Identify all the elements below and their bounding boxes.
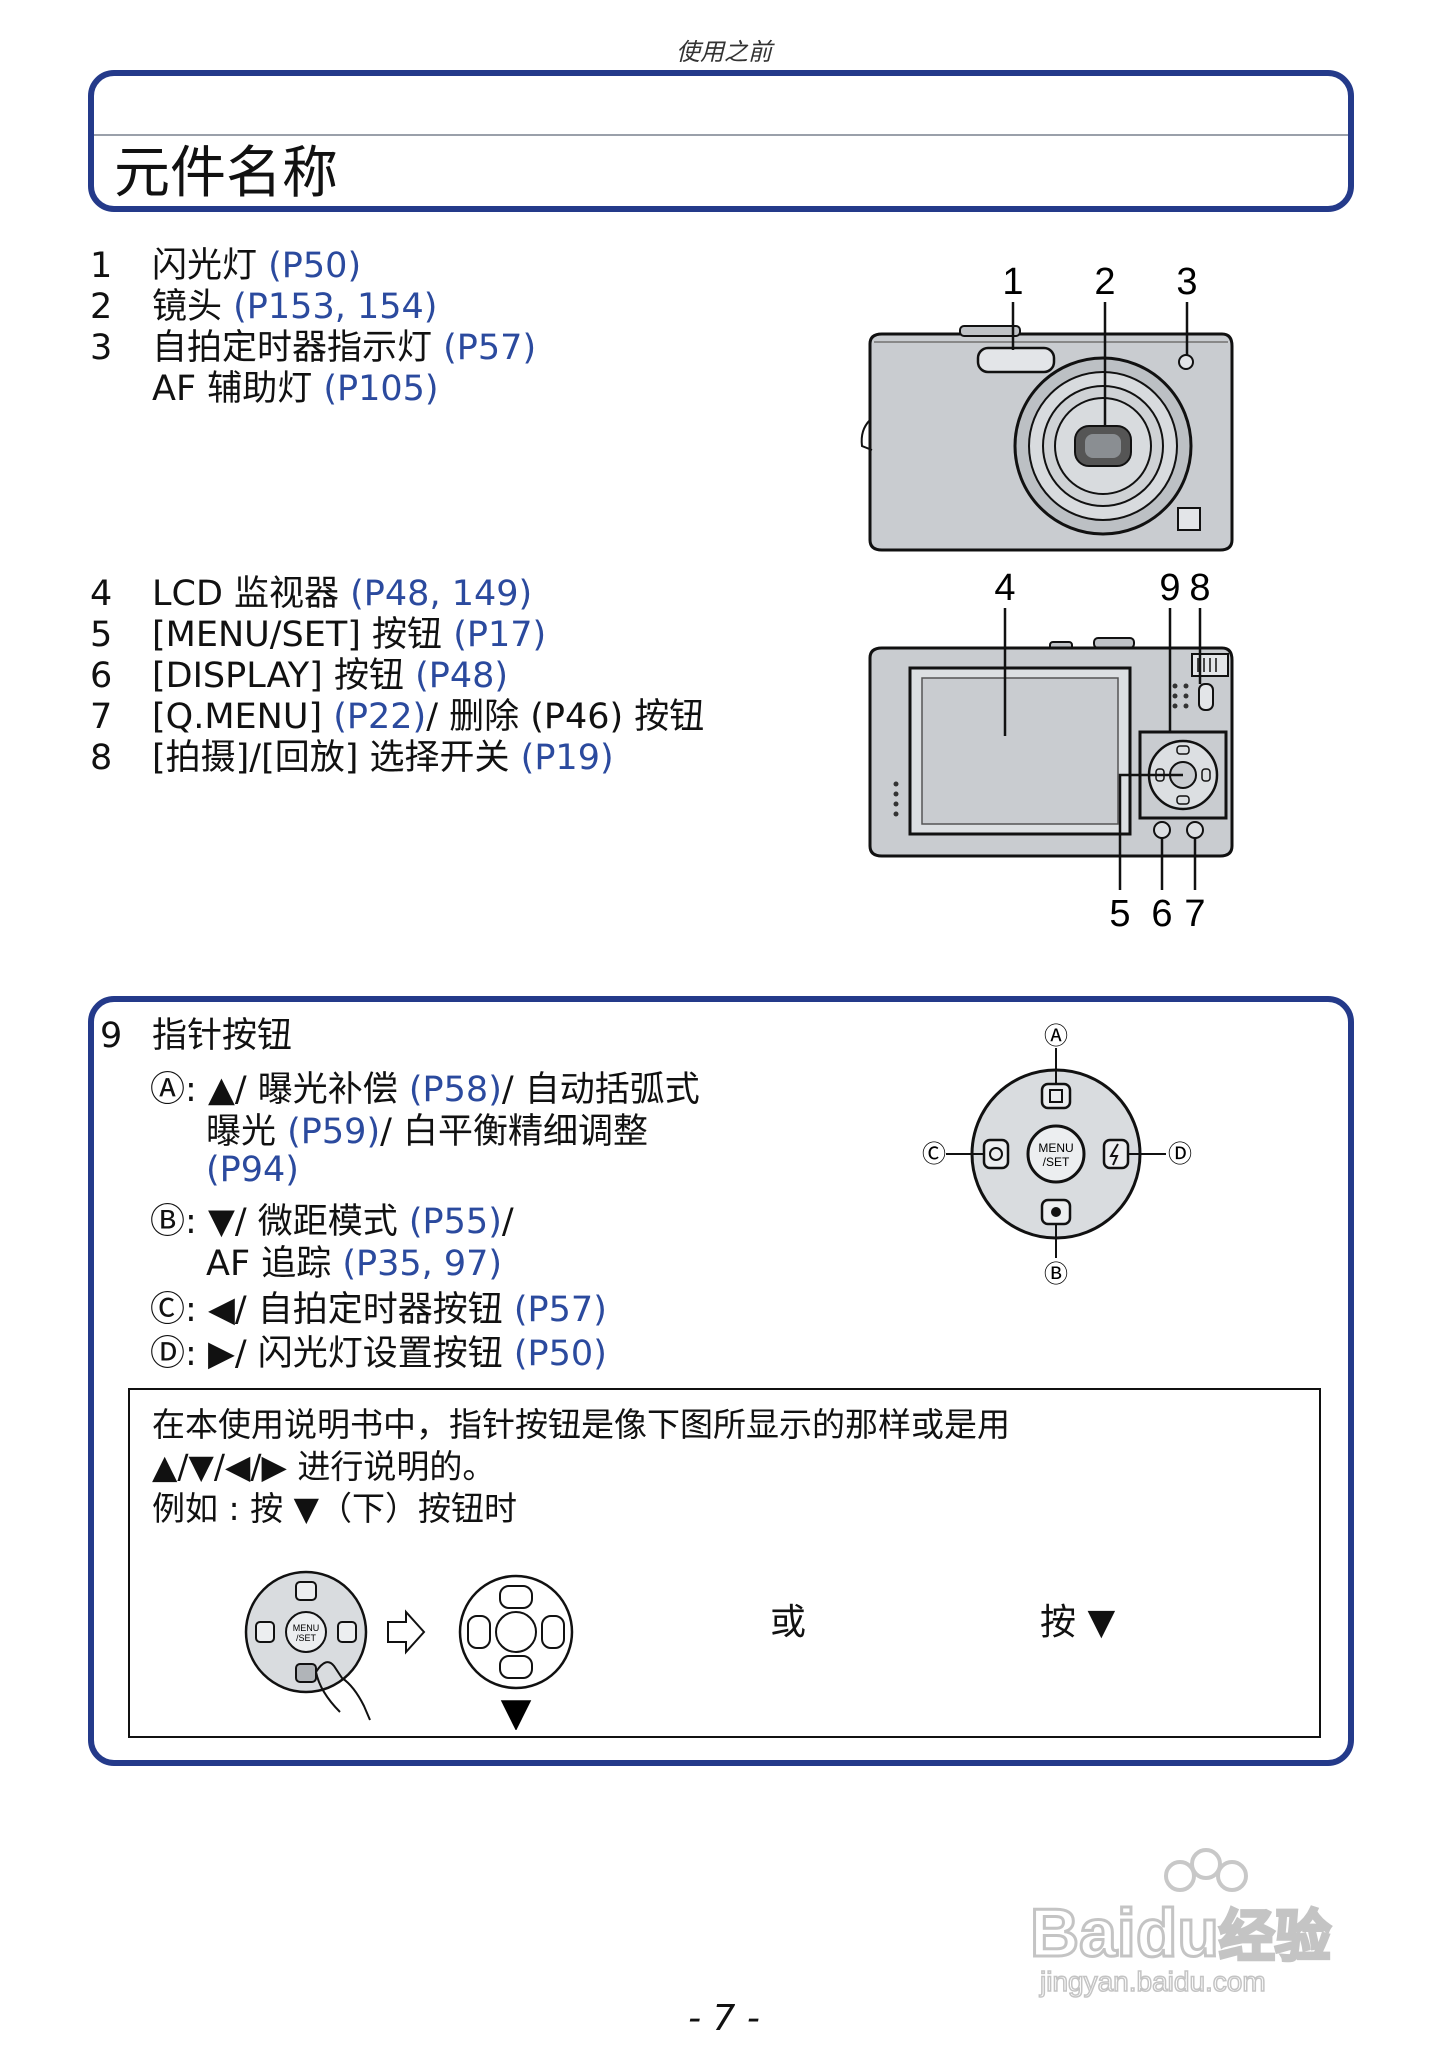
self-timer-icon [982,1138,1010,1170]
page-title: 元件名称 [114,141,338,206]
page-ref-link[interactable]: (P50) [268,246,362,286]
list-item: 5[MENU/SET] 按钮 (P17) [90,615,547,655]
camera-back-illustration: 4 9 8 5 6 7 [868,567,1234,935]
page-ref-link[interactable]: (P59) [287,1112,381,1152]
page-ref-link[interactable]: (P50) [513,1334,607,1374]
title-rule [94,134,1348,136]
watermark-url: jingyan.baidu.com [1039,1965,1266,1998]
label-d: Ⓓ [1168,1140,1192,1168]
paw-logo-icon [1164,1848,1248,1892]
page-ref-link[interactable]: (P48) [415,656,509,696]
page-ref-link[interactable]: (P94) [206,1150,299,1190]
note-line-1: 在本使用说明书中，指针按钮是像下图所显示的那样或是用 [152,1405,1010,1444]
page-ref-link[interactable]: (P55) [408,1202,502,1242]
page-ref-link[interactable]: (P19) [520,738,614,778]
page-ref-link[interactable]: (P153, 154) [233,287,438,327]
list-item: 8[拍摄]/[回放] 选择开关 (P19) [90,738,614,778]
page-ref-link[interactable]: (P105) [323,369,439,409]
label-c: Ⓒ [922,1140,946,1168]
note-line-2: ▲/▼/◀/▶ 进行说明的。 [152,1447,496,1486]
callout-1: 1 [1002,261,1023,303]
watermark-brand2: du [1134,1894,1220,1973]
cursor-item-a: Ⓐ: ▲/ 曝光补偿 (P58)/ 自动括弧式 [150,1070,700,1110]
menu-set-label-top: MENU [1038,1141,1073,1155]
label-b: Ⓑ [1044,1260,1068,1288]
or-label: 或 [770,1602,807,1643]
cursor-button-diagram: MENU /SET Ⓐ Ⓑ Ⓒ Ⓓ [922,1022,1192,1288]
flash-icon [1102,1138,1130,1170]
page-ref-link[interactable]: (P22) [333,697,427,737]
press-example-diagram: MENU /SET ▼ [244,1570,574,1730]
page-ref-link[interactable]: (P17) [453,615,547,655]
watermark-brand: Bai [1029,1894,1138,1973]
list-item: AF 辅助灯 (P105) [152,369,439,409]
label-a: Ⓐ [1044,1022,1068,1050]
list-item: 7[Q.MENU] (P22)/ 删除 (P46) 按钮 [90,697,705,737]
page-ref-link[interactable]: (P57) [513,1290,607,1330]
callout-5: 5 [1109,893,1130,935]
page-number: - 7 - [688,1998,760,2039]
small-menu-bottom: /SET [296,1633,317,1643]
exposure-icon [1040,1082,1072,1110]
page-ref-link[interactable]: (P57) [443,328,537,368]
baidu-watermark: Baidu经验 jingyan.baidu.com [1029,1840,1370,2000]
cursor-button-section [88,996,1354,1766]
arrow-right-icon [387,1609,426,1655]
callout-9: 9 [1159,567,1180,609]
callout-6: 6 [1151,893,1172,935]
page-ref-link[interactable]: (P58) [408,1070,502,1110]
cursor-item-b-line2: AF 追踪 (P35, 97) [206,1244,503,1284]
cursor-item-c: Ⓒ: ◀/ 自拍定时器按钮 (P57) [150,1290,607,1330]
watermark-cn: 经验 [1217,1904,1332,1970]
press-down-label: 按 ▼ [1040,1602,1116,1643]
down-arrow-glyph: ▼ [501,1690,532,1730]
title-frame: 元件名称 [88,70,1354,212]
callout-7: 7 [1184,893,1205,935]
note-box: 在本使用说明书中，指针按钮是像下图所显示的那样或是用 ▲/▼/◀/▶ 进行说明的… [128,1388,1321,1738]
callout-2: 2 [1094,261,1115,303]
cursor-item-d: Ⓓ: ▶/ 闪光灯设置按钮 (P50) [150,1334,607,1374]
page-ref-link[interactable]: (P35, 97) [342,1244,503,1284]
camera-front-illustration: 1 2 3 [860,261,1234,552]
list-item: 6[DISPLAY] 按钮 (P48) [90,656,509,696]
menu-set-label-bottom: /SET [1043,1155,1070,1169]
page-ref-link[interactable]: (P48, 149) [350,574,533,614]
note-line-3: 例如 : 按 ▼（下）按钮时 [152,1489,517,1528]
cursor-item-b: Ⓑ: ▼/ 微距模式 (P55)/ [150,1202,514,1242]
finger-icon [315,1661,371,1721]
running-head: 使用之前 [676,38,772,66]
cursor-item-a-line2: 曝光 (P59)/ 白平衡精细调整 [206,1112,649,1152]
callout-4: 4 [994,567,1015,609]
callout-3: 3 [1176,261,1197,303]
callout-8: 8 [1189,567,1210,609]
small-menu-top: MENU [293,1623,320,1633]
